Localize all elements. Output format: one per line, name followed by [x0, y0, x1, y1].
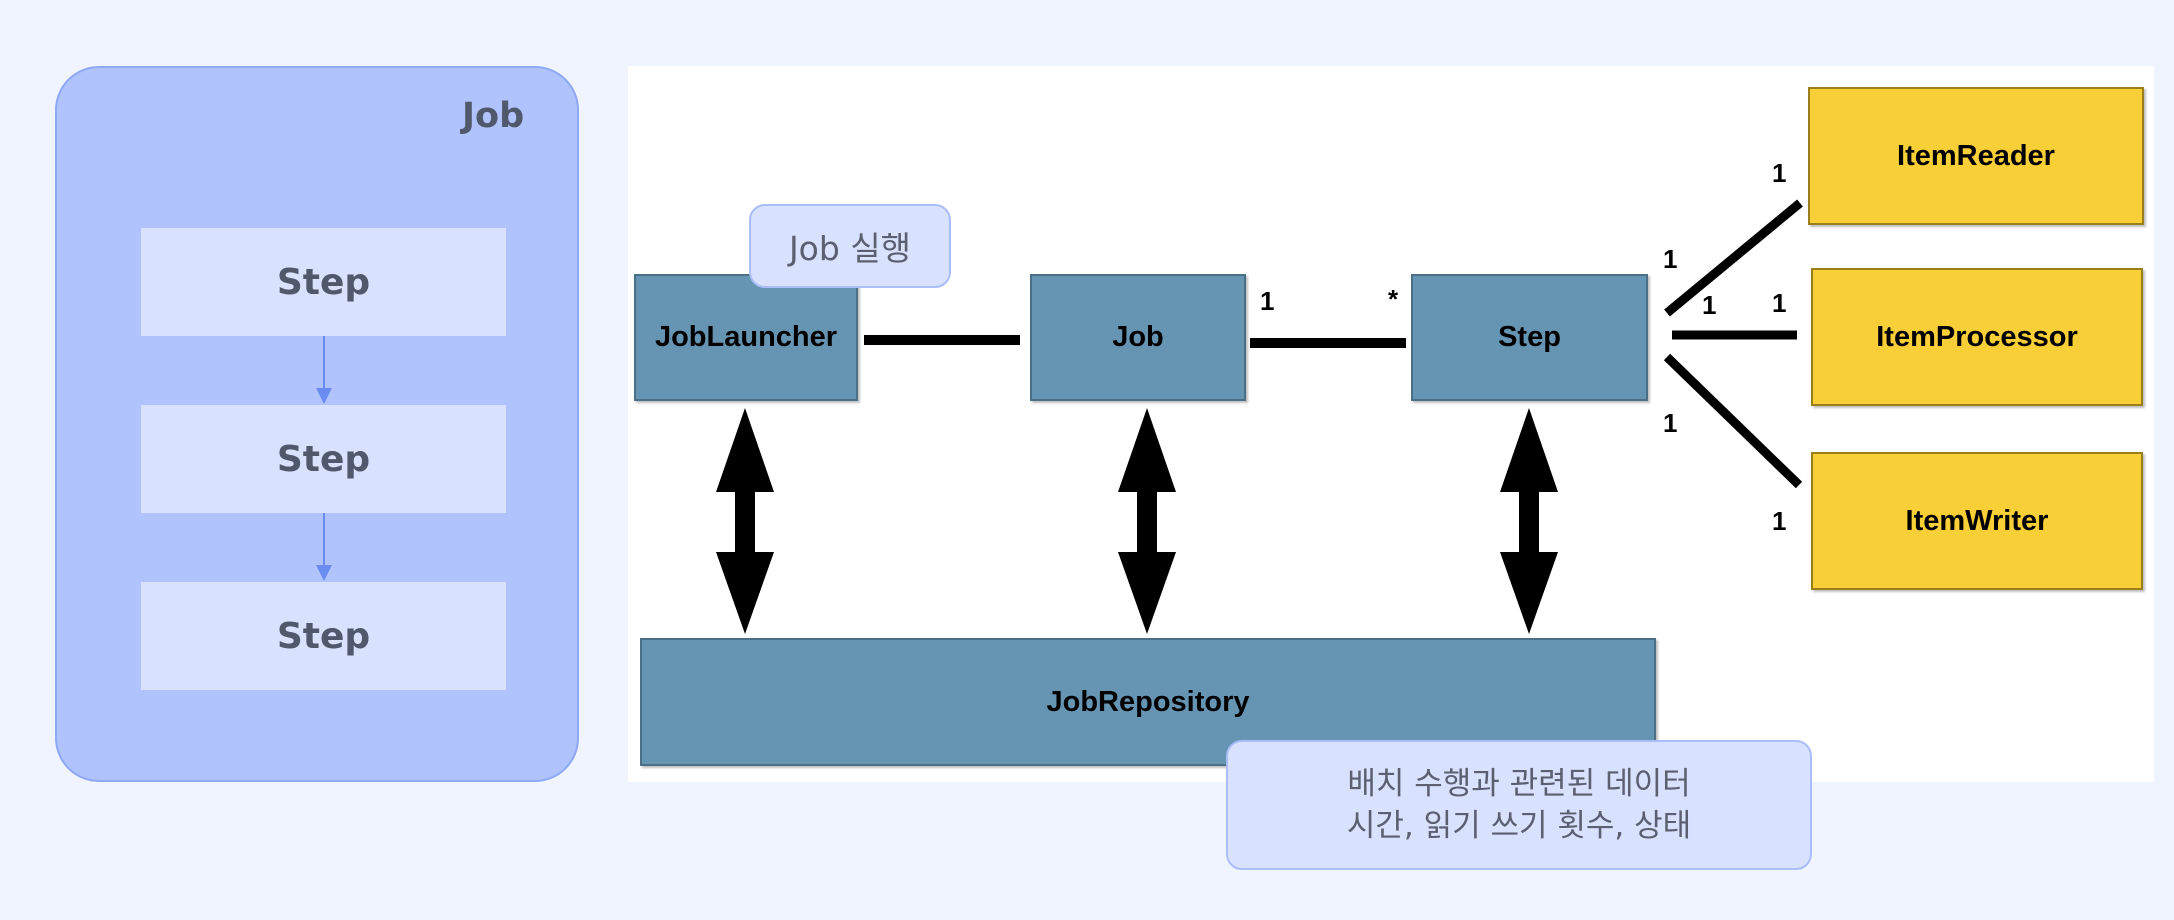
multiplicity-reader-step-side: 1 [1663, 244, 1678, 274]
item-processor-box: ItemProcessor [1811, 268, 2143, 406]
item-reader-box: ItemReader [1808, 87, 2144, 225]
repository-callout-line-1: 배치 수행과 관련된 데이터 [1347, 766, 1691, 802]
job-launcher-box: JobLauncher [634, 274, 858, 401]
repository-callout-line-2: 시간, 읽기 쓰기 횟수, 상태 [1346, 808, 1692, 844]
job-panel-title: Job [462, 96, 525, 136]
multiplicity-job-one: 1 [1260, 286, 1275, 316]
step-box: Step [1411, 274, 1648, 401]
step-box-3: Step [141, 582, 506, 690]
multiplicity-reader-side: 1 [1772, 158, 1787, 188]
launcher-repository-arrow [716, 408, 774, 634]
multiplicity-writer-side: 1 [1772, 506, 1787, 536]
multiplicity-writer-step-side: 1 [1663, 408, 1678, 438]
multiplicity-step-many: * [1388, 284, 1399, 314]
step-writer-line [1663, 353, 1803, 489]
flow-arrow-2 [316, 513, 332, 581]
multiplicity-processor-step-side: 1 [1702, 290, 1717, 320]
job-repository-arrow [1118, 408, 1176, 634]
repository-data-callout: 배치 수행과 관련된 데이터 시간, 읽기 쓰기 횟수, 상태 [1226, 740, 1812, 870]
flow-arrow-1 [316, 336, 332, 404]
step-reader-line [1664, 199, 1803, 317]
job-execute-callout: Job 실행 [749, 204, 951, 288]
step-box-2: Step [141, 405, 506, 513]
multiplicity-processor-side: 1 [1772, 288, 1787, 318]
job-box: Job [1030, 274, 1246, 401]
step-repository-arrow [1500, 408, 1558, 634]
step-box-1: Step [141, 228, 506, 336]
item-writer-box: ItemWriter [1811, 452, 2143, 590]
